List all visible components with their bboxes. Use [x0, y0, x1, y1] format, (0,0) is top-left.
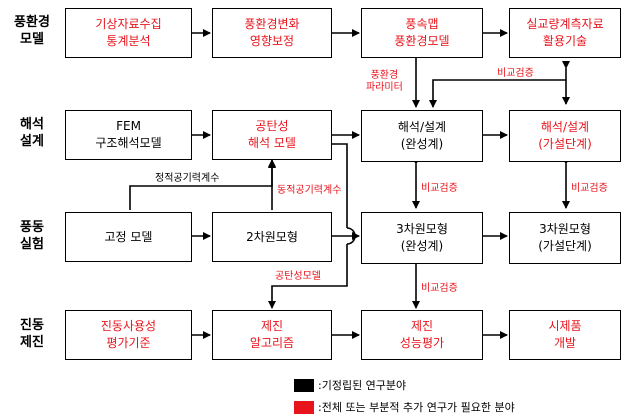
label-aeroelastic-model: 공탄성모델 [275, 271, 321, 282]
row-label-analysis-design: 해석 설계 [20, 117, 44, 149]
row-label-vibration-control: 진동 제진 [20, 318, 44, 350]
label-compare-top: 비교검증 [497, 68, 534, 79]
box-wind-field-model: 풍속맵 풍환경모델 [361, 8, 483, 58]
label-compare-mid-2: 비교검증 [571, 183, 608, 194]
row-label-wind-tunnel: 풍동 실험 [20, 220, 44, 252]
box-design-erection: 해석/설계 (가설단계) [509, 110, 621, 162]
legend-text-established: :기정립된 연구분야 [318, 379, 407, 392]
box-field-measurement: 실교량계측자료 활용기술 [509, 8, 621, 58]
label-static-coefficient: 정적공기력계수 [155, 173, 220, 184]
box-control-algorithm: 제진 알고리즘 [212, 310, 332, 360]
box-wind-change-correction: 풍환경변화 영향보정 [212, 8, 332, 58]
box-control-performance: 제진 성능평가 [361, 310, 483, 360]
box-design-completed: 해석/설계 (완성계) [361, 110, 483, 162]
box-fixed-model: 고정 모델 [65, 212, 192, 262]
label-compare-low: 비교검증 [421, 283, 458, 294]
label-wind-parameter: 풍환경 파라미터 [366, 70, 403, 93]
box-prototype: 시제품 개발 [509, 310, 621, 360]
legend-swatch-needed [294, 401, 314, 414]
box-fem-model: FEM 구조해석모델 [65, 110, 192, 160]
box-vibration-criteria: 진동사용성 평가기준 [65, 310, 192, 360]
box-aeroelastic-model: 공탄성 해석 모델 [212, 110, 332, 160]
box-wind-data-statistics: 기상자료수집 통계분석 [65, 8, 192, 58]
label-compare-mid-1: 비교검증 [421, 183, 458, 194]
box-3d-model-completed: 3차원모형 (완성계) [361, 212, 483, 264]
legend-text-needed: :전체 또는 부분적 추가 연구가 필요한 분야 [318, 401, 515, 414]
box-3d-model-erection: 3차원모형 (가설단계) [509, 212, 621, 264]
label-dynamic-coefficient: 동적공기력계수 [277, 185, 342, 196]
legend-swatch-established [294, 379, 314, 392]
box-2d-model: 2차원모형 [212, 212, 332, 262]
row-label-wind-model: 풍환경 모델 [14, 15, 50, 47]
